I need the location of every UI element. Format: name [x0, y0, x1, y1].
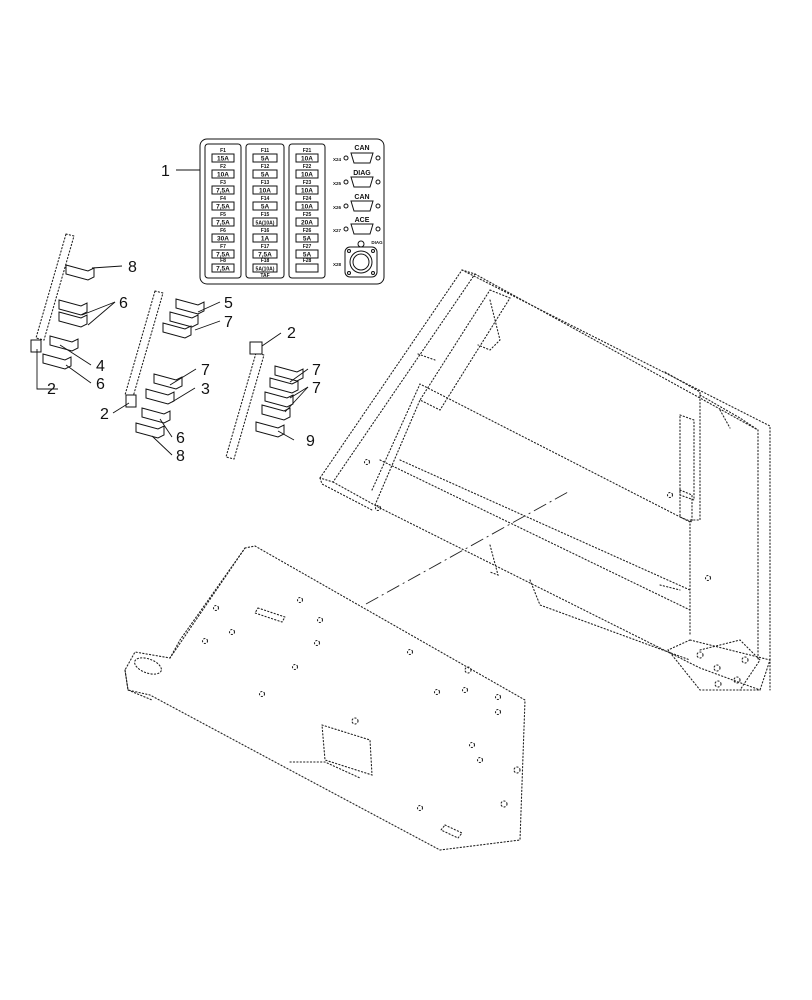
fuse-rating-f14: 5A — [261, 204, 270, 211]
center-line — [365, 491, 569, 605]
fuse-rating-f16: 1A — [261, 236, 270, 243]
fuse-rating-f12: 5A — [261, 172, 270, 179]
fuse-id-f16: F16 — [261, 228, 270, 234]
fuse-rating-f7: 7,5A — [216, 252, 230, 259]
mounting-plate — [124, 545, 526, 851]
callout-6-bottom: 6 — [176, 430, 185, 447]
fuse-id-f6: F6 — [220, 228, 226, 234]
fuse-rating-f11: 5A — [261, 156, 270, 163]
fuse-id-f4: F4 — [220, 196, 226, 202]
fuse-id-f3: F3 — [220, 180, 226, 186]
fuse-id-f24: F24 — [303, 196, 312, 202]
fuse-rating-f23: 10A — [301, 188, 313, 195]
fuse-id-f18: F18 — [261, 258, 270, 264]
fuse-rating-f21: 10A — [301, 156, 313, 163]
fuse-rating-f3: 7,5A — [216, 188, 230, 195]
fuse-rating-f2: 10A — [217, 172, 229, 179]
fuse-id-f11: F11 — [261, 148, 270, 154]
fuse-strip-1 — [30, 233, 95, 370]
callout-3: 3 — [201, 381, 210, 398]
connector-code-x25: X25 — [333, 181, 342, 186]
fuse-id-f8: F8 — [220, 258, 226, 264]
callout-7-middle: 7 — [201, 362, 210, 379]
fuse-strip-2 — [124, 290, 205, 439]
fuse-id-f17: F17 — [261, 244, 270, 250]
fuse-id-f27: F27 — [303, 244, 312, 250]
callout-labels: 1 8 6 4 6 2 5 7 2 7 3 2 6 8 7 7 9 — [47, 163, 321, 465]
callout-5: 5 — [224, 295, 233, 312]
fuse-column-2: F11 5A F12 5A F13 10A F14 5A F15 5A(10A)… — [245, 143, 285, 279]
fuse-id-f2: F2 — [220, 164, 226, 170]
connector-code-x24: X24 — [333, 157, 342, 162]
fuse-id-f22: F22 — [303, 164, 312, 170]
fuse-id-f28: F28 — [303, 258, 312, 264]
connector-title-diag: DIAG — [353, 170, 371, 177]
fuse-id-f23: F23 — [303, 180, 312, 186]
fuse-rating-f25: 20A — [301, 220, 313, 227]
connector-code-x27: X27 — [333, 228, 342, 233]
fuse-rating-f4: 7,5A — [216, 204, 230, 211]
fuse-id-f12: F12 — [261, 164, 270, 170]
fuse-id-f14: F14 — [261, 196, 270, 202]
fuse-id-f1: F1 — [220, 148, 226, 154]
callout-2-middle: 2 — [100, 406, 109, 423]
callout-6-lower: 6 — [96, 376, 105, 393]
fuse-rating-f6: 30A — [217, 236, 229, 243]
enclosure-housing — [319, 269, 771, 691]
callout-7-right-lower: 7 — [312, 380, 321, 397]
leader-lines — [36, 169, 309, 456]
callout-6-upper: 6 — [119, 295, 128, 312]
fuse-id-f26: F26 — [303, 228, 312, 234]
callout-7-right-upper: 7 — [312, 362, 321, 379]
callout-2-right: 2 — [287, 325, 296, 342]
fuse-box-decal: F1 15A F2 10A F3 7,5A F4 7,5A F5 7,5A F6… — [199, 138, 385, 285]
fuse-rating-f22: 10A — [301, 172, 313, 179]
fuse-rating-f26: 5A — [303, 236, 312, 243]
fuse-box-footer: TAF — [260, 273, 269, 279]
fuse-rating-f17: 7,5A — [258, 252, 272, 259]
connector-code-x26: X26 — [333, 205, 342, 210]
fuse-id-f5: F5 — [220, 212, 226, 218]
fuse-rating-f5: 7,5A — [216, 220, 230, 227]
fuse-rating-f27: 5A — [303, 252, 312, 259]
fuse-column-1: F1 15A F2 10A F3 7,5A F4 7,5A F5 7,5A F6… — [204, 143, 242, 279]
callout-8-left: 8 — [128, 259, 137, 276]
fuse-id-f13: F13 — [261, 180, 270, 186]
connector-panel: CAN X24 DIAG X25 CAN X26 ACE X27 DIAG — [333, 145, 383, 278]
fuse-strip-3 — [225, 341, 304, 460]
fuse-rating-f24: 10A — [301, 204, 313, 211]
fuse-id-f21: F21 — [303, 148, 312, 154]
fuse-column-3: F21 10A F22 10A F23 10A F24 10A F25 20A … — [288, 143, 326, 279]
connector-title-can-2: CAN — [354, 194, 369, 201]
callout-8-bottom: 8 — [176, 448, 185, 465]
round-connector-title: DIAG — [371, 240, 383, 245]
callout-4: 4 — [96, 358, 105, 375]
callout-1: 1 — [161, 163, 170, 180]
round-connector-code: X28 — [333, 262, 342, 267]
connector-title-ace: ACE — [355, 217, 370, 224]
callout-7-top: 7 — [224, 314, 233, 331]
fuse-id-f25: F25 — [303, 212, 312, 218]
fuse-id-f15: F15 — [261, 212, 270, 218]
callout-2-left: 2 — [47, 381, 56, 398]
fuse-rating-f15: 5A(10A) — [256, 221, 275, 227]
fuse-id-f7: F7 — [220, 244, 226, 250]
connector-title-can-1: CAN — [354, 145, 369, 152]
fuse-rating-f8: 7,5A — [216, 266, 230, 273]
callout-9: 9 — [306, 433, 315, 450]
fuse-rating-f13: 10A — [259, 188, 271, 195]
fuse-rating-f18: 5A(10A) — [256, 267, 275, 273]
fuse-rating-f1: 15A — [217, 156, 229, 163]
